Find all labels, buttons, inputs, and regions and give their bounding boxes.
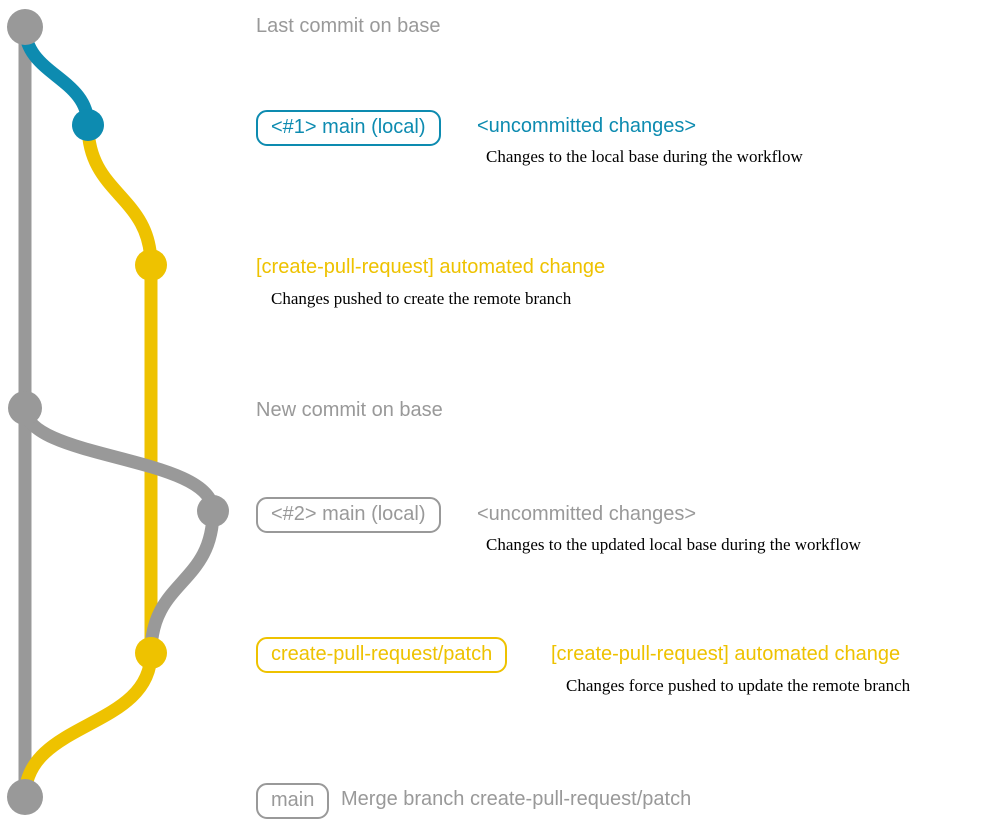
updated-local-branch-line [18, 401, 220, 518]
commit-node-base-new[interactable] [8, 391, 42, 425]
commit-node-local-2[interactable] [197, 495, 229, 527]
remote-merge-line [18, 646, 158, 804]
remote-branch-line-1 [81, 118, 158, 272]
updated-local-to-remote-line [144, 504, 220, 660]
commit-node-base-merge[interactable] [7, 779, 43, 815]
ref-chip-remote-patch[interactable]: create-pull-request/patch [256, 637, 508, 673]
label-uncommitted-changes-2: <uncommitted changes> [477, 503, 697, 525]
label-merge-commit: Merge branch create-pull-request/patch [341, 788, 692, 810]
commit-node-remote-2[interactable] [135, 637, 167, 669]
description-local-changes-1: Changes to the local base during the wor… [486, 147, 803, 166]
ref-chip-main[interactable]: main [256, 783, 330, 819]
label-last-commit-on-base: Last commit on base [256, 15, 441, 37]
ref-chip-local-2[interactable]: <#2> main (local) [256, 497, 441, 533]
description-remote-push-1: Changes pushed to create the remote bran… [271, 289, 572, 308]
commit-node-base-top[interactable] [7, 9, 43, 45]
description-remote-force-push: Changes force pushed to update the remot… [566, 676, 911, 695]
description-local-changes-2: Changes to the updated local base during… [486, 535, 861, 554]
commit-node-remote-1[interactable] [135, 249, 167, 281]
label-new-commit-on-base: New commit on base [256, 399, 443, 421]
ref-chip-local-1[interactable]: <#1> main (local) [256, 110, 441, 146]
commit-node-local-1[interactable] [72, 109, 104, 141]
label-automated-change-2: [create-pull-request] automated change [551, 643, 901, 665]
label-automated-change-1: [create-pull-request] automated change [256, 256, 606, 278]
label-uncommitted-changes-1: <uncommitted changes> [477, 115, 697, 137]
